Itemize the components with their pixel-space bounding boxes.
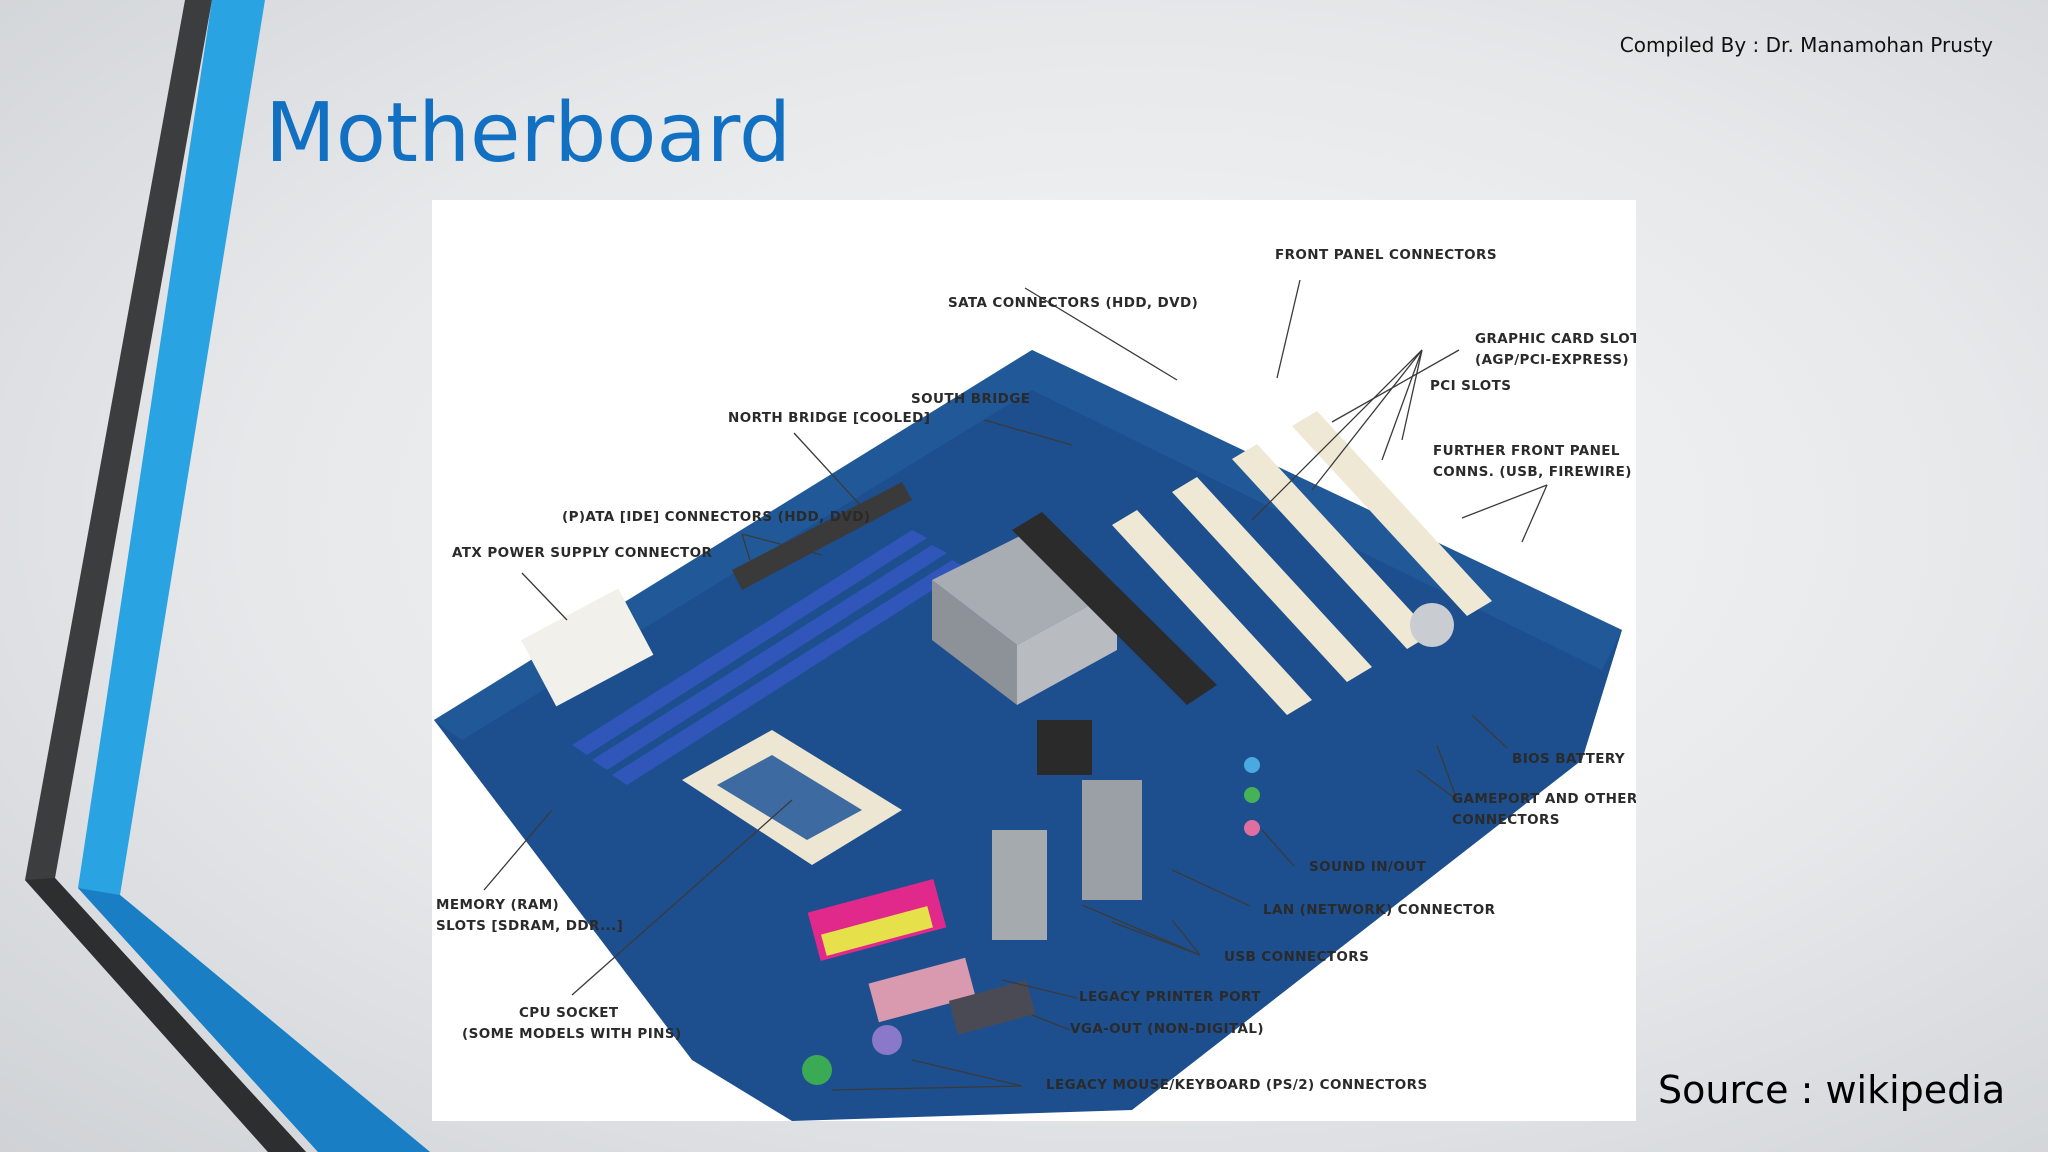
label-further-front-panel: FURTHER FRONT PANEL	[1433, 443, 1620, 459]
label-memory-slots: MEMORY (RAM)	[436, 897, 559, 913]
label-gameport-connectors: CONNECTORS	[1452, 812, 1560, 828]
label-gameport: GAMEPORT AND OTHER	[1452, 791, 1636, 807]
label-legacy-printer-port: LEGACY PRINTER PORT	[1079, 989, 1261, 1005]
label-lan-connector: LAN (NETWORK) CONNECTOR	[1263, 902, 1496, 918]
label-front-panel-connectors: FRONT PANEL CONNECTORS	[1275, 247, 1497, 263]
label-cpu-socket: CPU SOCKET	[519, 1005, 619, 1021]
label-ps2-connectors: LEGACY MOUSE/KEYBOARD (PS/2) CONNECTORS	[1046, 1077, 1428, 1093]
label-south-bridge: SOUTH BRIDGE	[911, 391, 1030, 407]
label-sata-connectors: SATA CONNECTORS (HDD, DVD)	[948, 295, 1198, 311]
motherboard-diagram: FRONT PANEL CONNECTORS SATA CONNECTORS (…	[432, 200, 1636, 1121]
label-sound-in-out: SOUND IN/OUT	[1309, 859, 1426, 875]
slide-title: Motherboard	[265, 86, 791, 181]
label-graphic-card-slot: GRAPHIC CARD SLOT	[1475, 331, 1636, 347]
source-note: Source : wikipedia	[1658, 1068, 2006, 1112]
rear-io-panel	[802, 720, 1260, 1085]
label-usb-connectors: USB CONNECTORS	[1224, 949, 1369, 965]
label-north-bridge: NORTH BRIDGE [COOLED]	[728, 410, 930, 426]
label-vga-out: VGA-OUT (NON-DIGITAL)	[1070, 1021, 1264, 1037]
label-graphic-card-slot-type: (AGP/PCI-EXPRESS)	[1475, 352, 1629, 368]
author-credit: Compiled By : Dr. Manamohan Prusty	[1619, 33, 1993, 57]
atx-connector	[521, 588, 654, 707]
leader-lines	[483, 279, 1548, 1091]
label-cpu-socket-note: (SOME MODELS WITH PINS)	[462, 1026, 682, 1042]
graphic-card-slot	[1012, 512, 1217, 705]
label-pci-slots: PCI SLOTS	[1430, 378, 1511, 394]
ide-connectors	[732, 482, 912, 590]
label-memory-slots-types: SLOTS [SDRAM, DDR...]	[436, 918, 623, 934]
cpu-socket	[682, 730, 902, 865]
label-atx-power: ATX POWER SUPPLY CONNECTOR	[452, 545, 713, 561]
memory-slots	[572, 530, 967, 785]
pci-slots	[1112, 411, 1492, 715]
label-further-front-panel-types: CONNS. (USB, FIREWIRE)	[1433, 464, 1632, 480]
label-pata-connectors: (P)ATA [IDE] CONNECTORS (HDD, DVD)	[562, 509, 870, 525]
bios-battery	[1410, 603, 1454, 647]
label-bios-battery: BIOS BATTERY	[1512, 751, 1625, 767]
